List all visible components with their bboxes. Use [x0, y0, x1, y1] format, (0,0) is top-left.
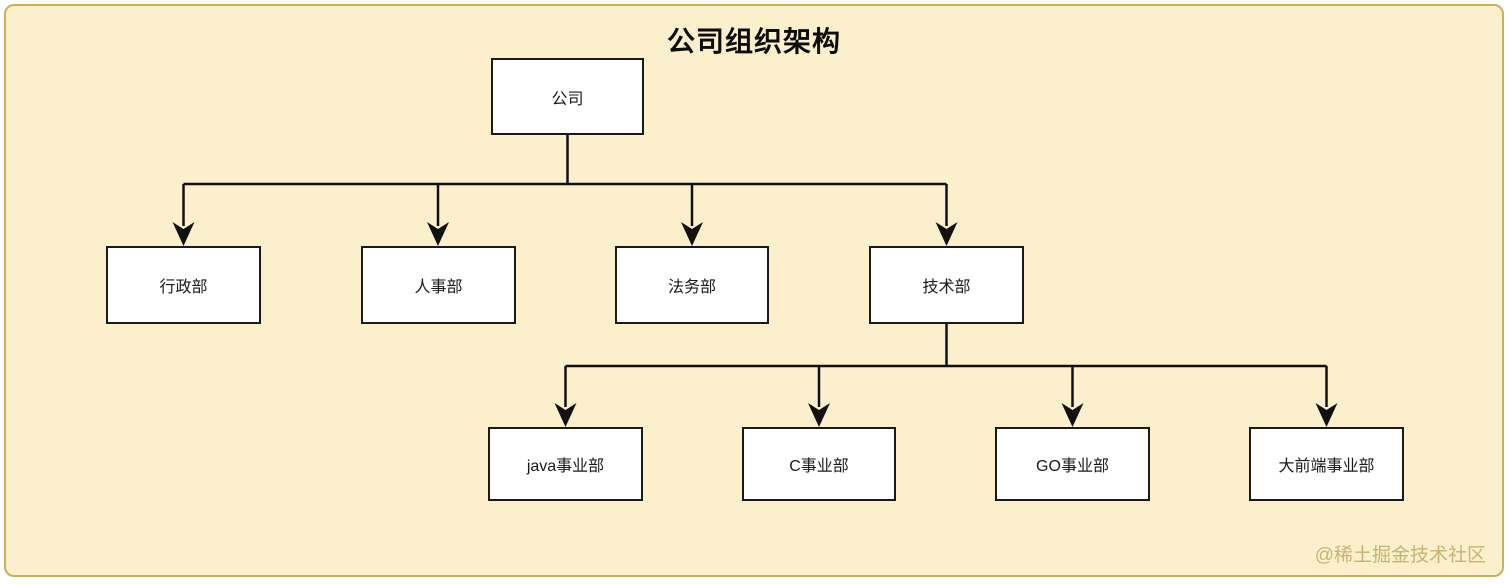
node-company-label: 公司 — [551, 90, 584, 108]
node-admin-dept-label: 行政部 — [159, 279, 208, 296]
node-frontend-division-label: 大前端事业部 — [1278, 458, 1375, 475]
node-company: 公司 — [491, 58, 644, 135]
node-java-division-label: java事业部 — [526, 458, 605, 475]
node-java-division: java事业部 — [488, 427, 643, 501]
node-admin-dept: 行政部 — [106, 246, 261, 324]
watermark-text: @稀土掘金技术社区 — [1314, 545, 1486, 566]
node-frontend-division: 大前端事业部 — [1249, 427, 1404, 501]
node-legal-dept-label: 法务部 — [667, 279, 716, 296]
node-go-division-label: GO事业部 — [1036, 458, 1109, 475]
node-hr-dept-label: 人事部 — [414, 279, 463, 296]
org-chart-canvas: 公司组织架构 — [4, 4, 1504, 577]
chart-title: 公司组织架构 — [666, 26, 841, 57]
node-legal-dept: 法务部 — [615, 246, 769, 324]
node-hr-dept: 人事部 — [361, 246, 516, 324]
node-go-division: GO事业部 — [995, 427, 1150, 501]
node-tech-dept: 技术部 — [869, 246, 1024, 324]
node-tech-dept-label: 技术部 — [922, 279, 971, 296]
node-c-division-label: C事业部 — [789, 458, 849, 475]
node-c-division: C事业部 — [742, 427, 896, 501]
